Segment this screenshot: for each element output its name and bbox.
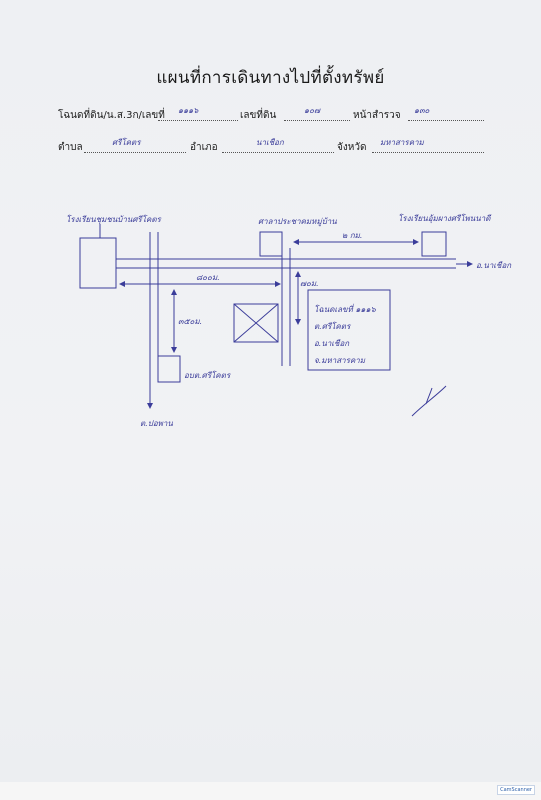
page-value: ๑๓๐ (414, 106, 430, 115)
info-tambon-line: ต.ศรีโคตร (314, 321, 352, 331)
obt-label: อบต.ศรีโคตร (184, 370, 232, 380)
document-page: แผนที่การเดินทางไปที่ตั้งทรัพย์ โฉนดที่ด… (0, 0, 541, 782)
dist-70m-label: ๗๐ม. (300, 279, 319, 288)
district-value: นาเชือก (256, 138, 284, 147)
land-no-label: เลขที่ดิน (240, 110, 277, 121)
subdistrict-value: ศรีโคตร (112, 138, 141, 147)
subdistrict-fill-line (84, 152, 186, 153)
parcel-cross-b (233, 303, 279, 343)
dist-2km-label: ๒ กม. (342, 231, 362, 240)
pavilion-label: ศาลาประชาคมหมู่บ้าน (258, 217, 337, 227)
school-left-box (79, 237, 117, 289)
signature-mark (411, 385, 447, 417)
school-right-label: โรงเรียนอุ้มผางศรีโพนนาดี (398, 213, 491, 224)
property-parcel (233, 303, 279, 343)
deed-value: ๑๑๑๖ (178, 106, 199, 115)
obt-box (157, 355, 181, 383)
district-fill-line (222, 152, 334, 153)
info-province-line: จ.มหาสารคาม (314, 356, 366, 365)
dist-350m-label: ๓๕๐ม. (178, 317, 202, 326)
page-title: แผนที่การเดินทางไปที่ตั้งทรัพย์ (156, 68, 385, 88)
to-nachueak-label: อ.นาเชือก (476, 261, 512, 270)
page-fill-line (408, 120, 484, 121)
to-ponpan-label: ต.ปอพาน (140, 419, 173, 428)
province-fill-line (372, 152, 484, 153)
dist-800m-label: ๘๐๐ม. (196, 273, 220, 282)
page-label: หน้าสำรวจ (353, 110, 401, 121)
pavilion-box (259, 231, 283, 257)
district-label: อำเภอ (190, 142, 218, 153)
province-value: มหาสารคาม (380, 138, 424, 147)
info-deed-line: โฉนดเลขที่ ๑๑๑๖ (314, 303, 377, 314)
scan-footer: CamScanner (0, 782, 541, 800)
school-left-label: โรงเรียนชุมชนบ้านศรีโคตร (66, 214, 163, 225)
province-label: จังหวัด (337, 142, 367, 153)
land-no-value: ๑๐๗ (304, 106, 320, 115)
scanner-logo: CamScanner (497, 785, 535, 795)
subdistrict-label: ตำบล (58, 142, 83, 153)
info-amphoe-line: อ.นาเชือก (314, 339, 350, 348)
school-right-box (421, 231, 447, 257)
land-no-fill-line (284, 120, 350, 121)
deed-label: โฉนดที่ดิน/น.ส.3ก/เลขที่ (58, 110, 165, 121)
deed-fill-line (158, 120, 238, 121)
info-box (307, 289, 391, 371)
